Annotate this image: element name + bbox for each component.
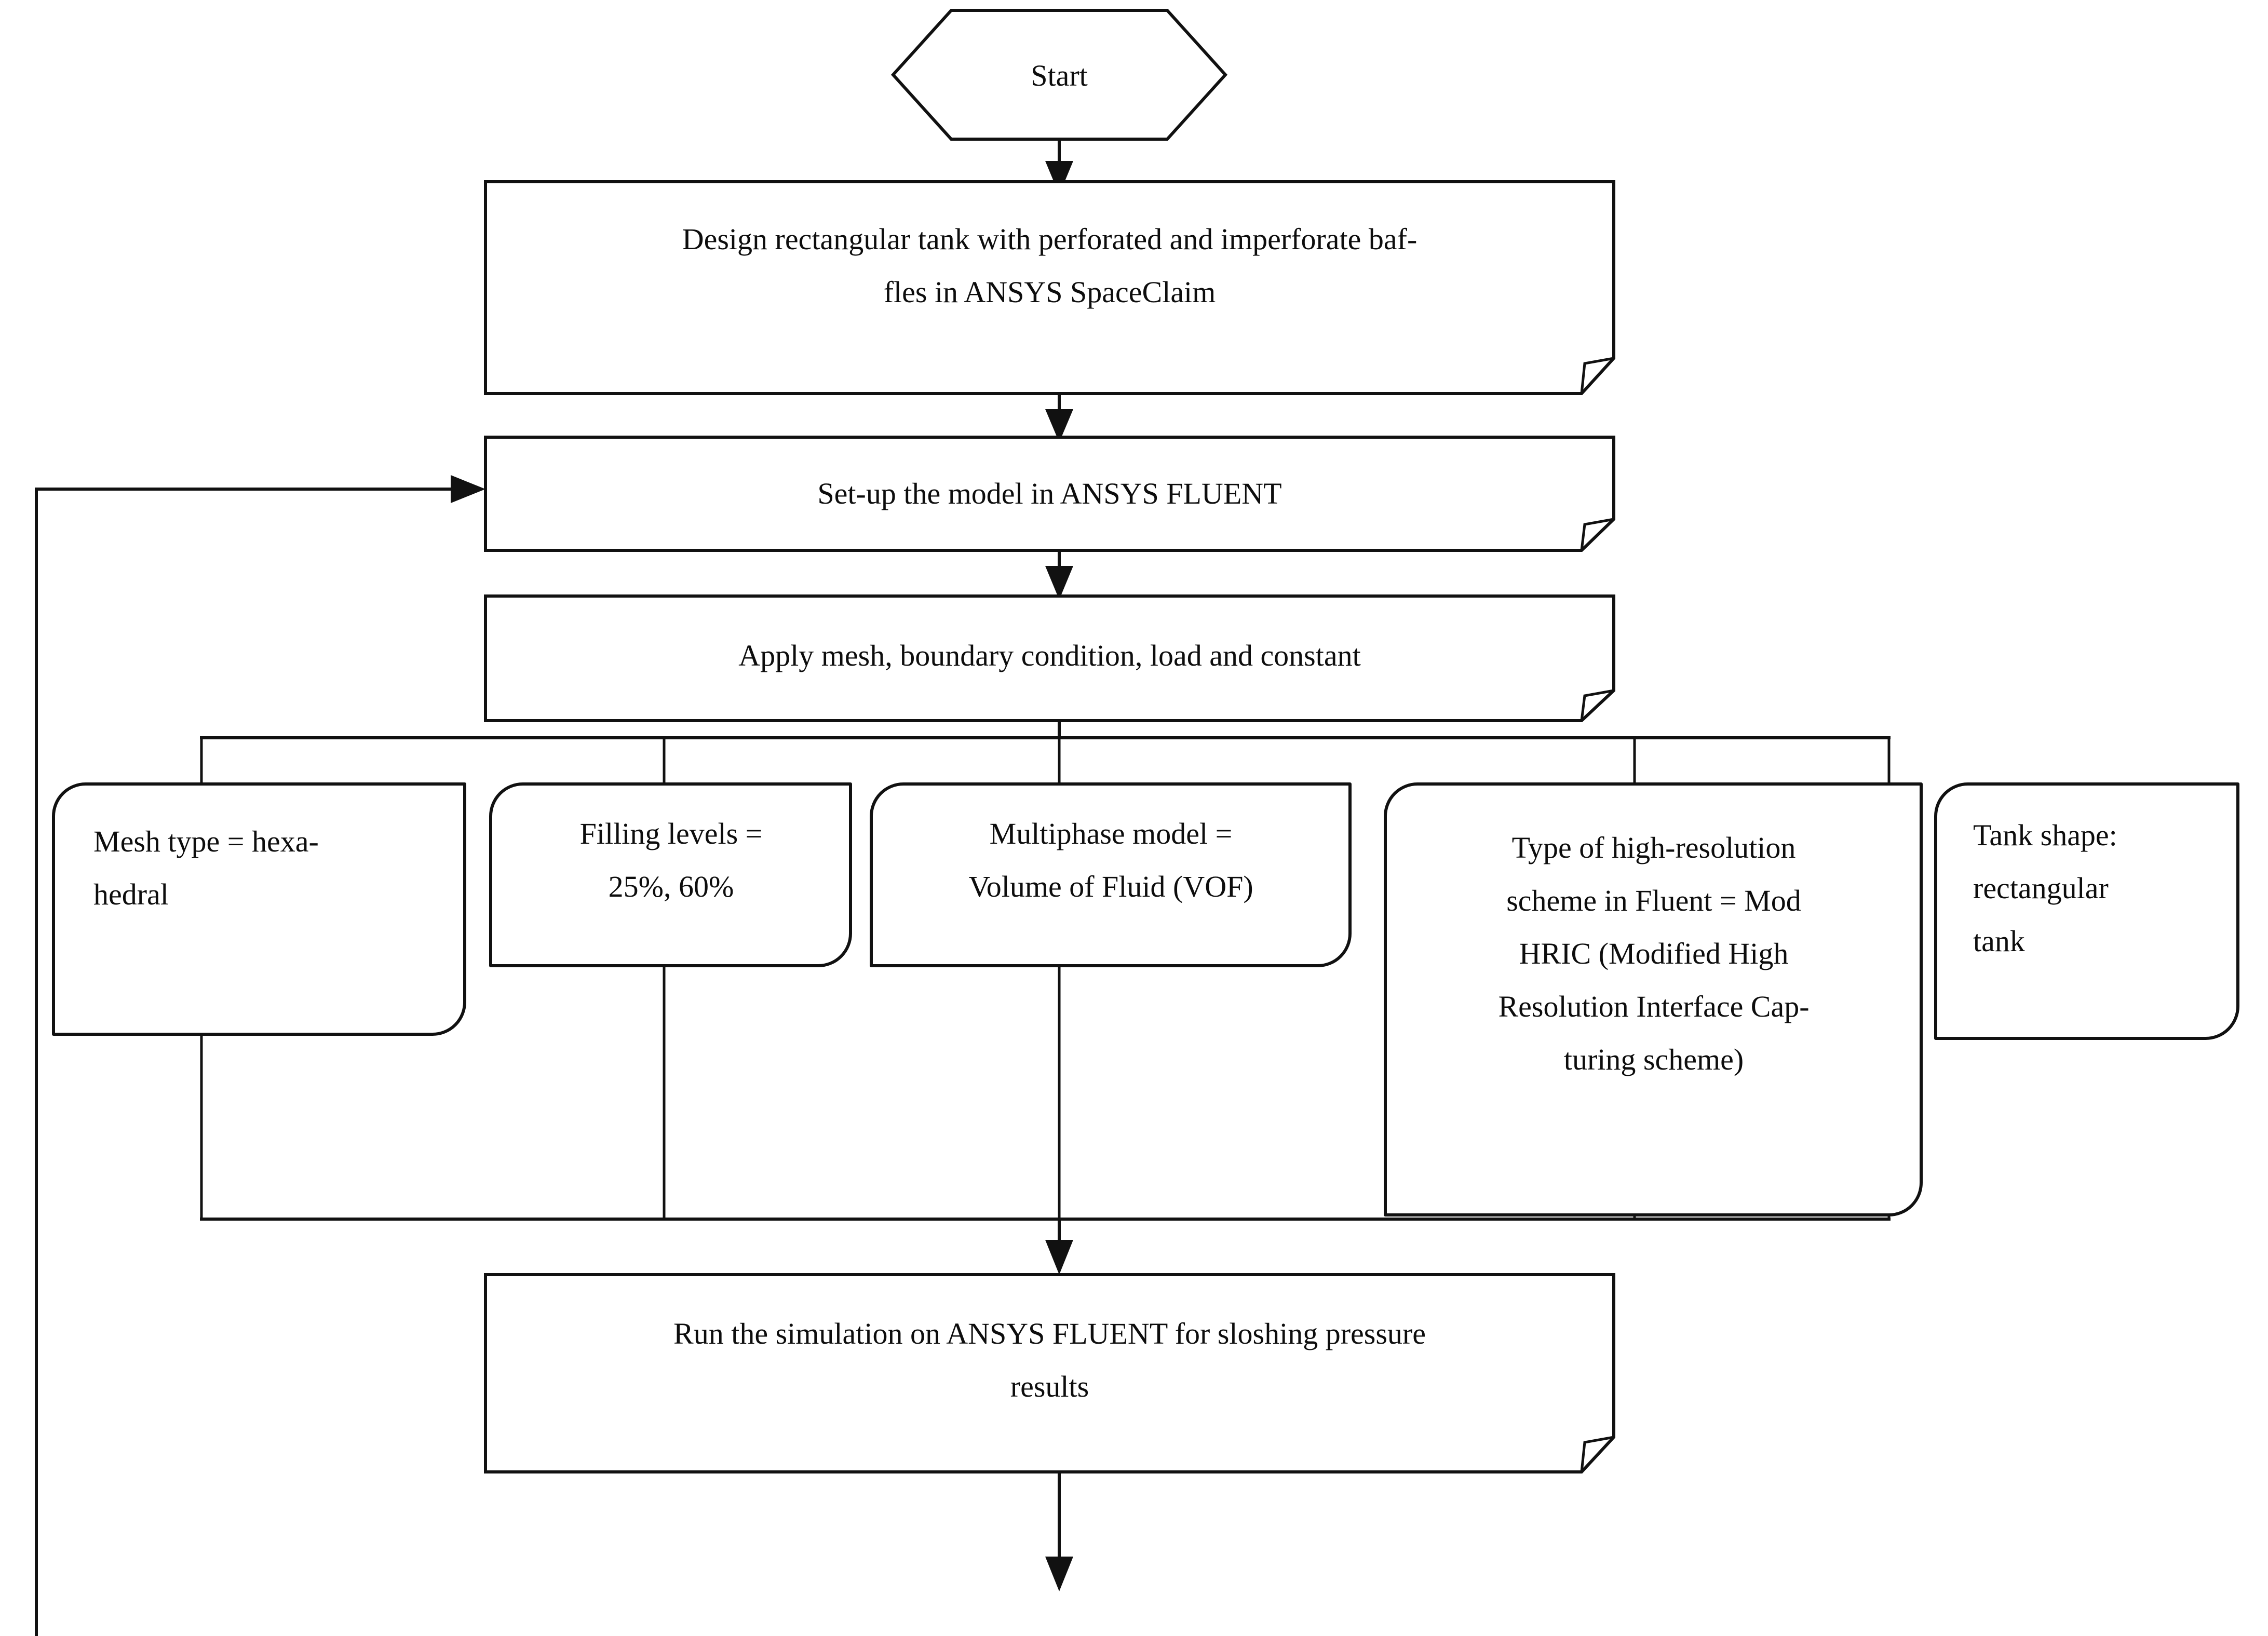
node-multiphase-model-shape[interactable] — [870, 782, 1352, 967]
edge-feedback-loop — [35, 475, 485, 1636]
node-filling-levels-shape[interactable] — [489, 782, 852, 967]
node-mesh-type-shape[interactable] — [52, 782, 466, 1036]
node-run-simulation-shape[interactable] — [484, 1273, 1615, 1473]
edge-setup-to-apply — [1045, 550, 1073, 600]
node-resolution-scheme-shape[interactable] — [1384, 782, 1923, 1216]
edge-design-to-setup — [1045, 395, 1073, 442]
node-apply-shape[interactable] — [484, 594, 1615, 722]
edge-run-to-exit — [1045, 1472, 1073, 1591]
node-start-shape[interactable] — [890, 9, 1228, 141]
edge-start-to-design — [1045, 139, 1073, 195]
edge-merge-to-run — [1045, 1219, 1073, 1275]
node-tank-shape-shape[interactable] — [1934, 782, 2239, 1040]
node-design-shape[interactable] — [484, 180, 1615, 395]
node-setup-shape[interactable] — [484, 436, 1615, 552]
